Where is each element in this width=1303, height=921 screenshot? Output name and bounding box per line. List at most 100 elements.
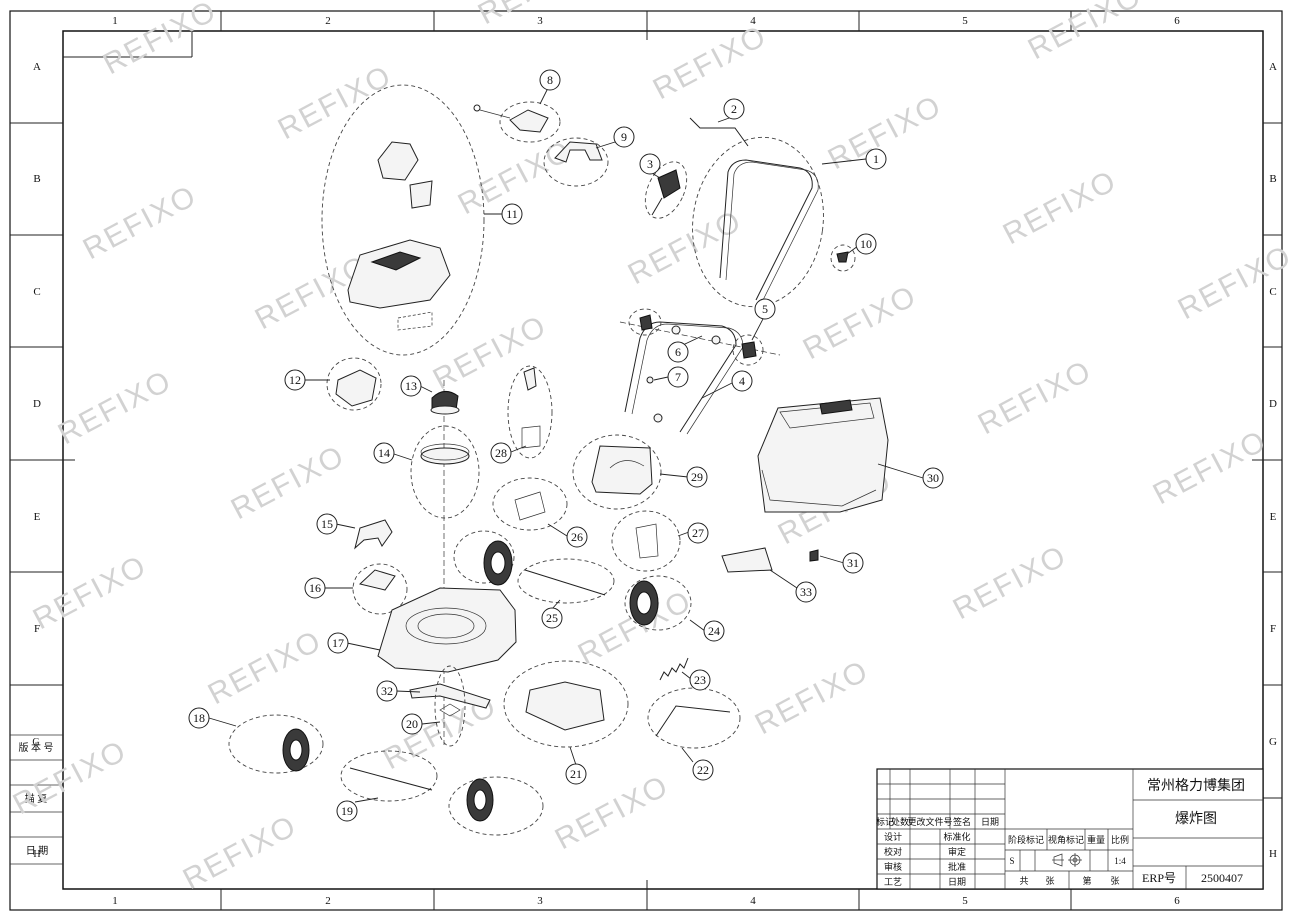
svg-text:16: 16 [309, 581, 321, 595]
part-mulch-plug-33 [721, 547, 773, 573]
watermark-text: REFIXO [948, 539, 1073, 626]
part-handle-knob-5 [741, 341, 757, 359]
svg-text:6: 6 [675, 345, 681, 359]
watermark-text: REFIXO [53, 364, 178, 451]
svg-text:21: 21 [570, 767, 582, 781]
rev-header-count: 处数 [891, 816, 909, 827]
date-label: 日期 [948, 877, 966, 887]
col-label: 3 [537, 895, 543, 907]
col-label: 1 [112, 895, 118, 907]
balloon-14: 14 [373, 442, 395, 464]
sheets-unit: 张 [1045, 876, 1054, 886]
part-top-cover-window [370, 251, 422, 271]
row-label: A [1269, 61, 1277, 73]
svg-text:17: 17 [332, 636, 344, 650]
svg-text:12: 12 [289, 373, 301, 387]
watermark-text: REFIXO [28, 549, 153, 636]
balloon-7: 7 [667, 366, 689, 388]
group-outline-9 [543, 137, 609, 187]
part-nut-6b [711, 335, 721, 345]
company-name: 常州格力博集团 [1147, 777, 1245, 794]
row-label: B [33, 173, 40, 185]
title-block: 常州格力博集团 爆炸图 标记 处数 更改文件号 签名 日期 设计 标准化 校对 … [876, 768, 1264, 890]
part-spring-23 [659, 657, 689, 681]
svg-text:3: 3 [647, 157, 653, 171]
watermark-text: REFIXO [98, 0, 223, 81]
svg-text:22: 22 [697, 763, 709, 777]
part-nut-6 [671, 325, 681, 335]
svg-text:19: 19 [341, 804, 353, 818]
group-outline-5 [732, 334, 764, 366]
part-bracket-9 [554, 141, 603, 163]
part-switch-3 [657, 169, 681, 199]
svg-text:32: 32 [381, 684, 393, 698]
svg-text:25: 25 [546, 611, 558, 625]
balloon-4: 4 [731, 370, 753, 392]
scale-label: 比例 [1111, 834, 1129, 845]
balloon-31: 31 [842, 552, 864, 574]
group-outline-26 [492, 477, 568, 531]
col-label: 6 [1174, 15, 1180, 27]
group-outline-20 [434, 665, 466, 747]
svg-text:11: 11 [506, 207, 518, 221]
group-outline-24 [624, 575, 692, 631]
group-outline-wheel-front-left [453, 530, 515, 584]
group-outline-25 [517, 558, 615, 604]
date-label: 日 期 [26, 845, 49, 857]
balloon-18: 18 [188, 707, 210, 729]
column-labels-bottom: 1 2 3 4 5 6 [112, 895, 1180, 907]
balloon-8: 8 [539, 69, 561, 91]
stage-value: S [1009, 856, 1014, 866]
row-label: E [1270, 511, 1277, 523]
part-screws-11 [397, 311, 433, 331]
rev-header-change-doc: 更改文件号 [907, 816, 952, 827]
row-label: A [33, 61, 41, 73]
balloon-5: 5 [754, 298, 776, 320]
part-nut-lower [653, 413, 663, 423]
erp-number: 2500407 [1201, 871, 1243, 885]
col-label: 2 [325, 895, 331, 907]
group-outline-27 [611, 510, 681, 572]
part-deck-17 [377, 587, 517, 673]
projection-symbol-icon [1052, 853, 1082, 867]
approve-label: 批准 [948, 861, 966, 872]
stage-mark-label: 阶段标记 [1008, 834, 1044, 845]
svg-text:10: 10 [860, 237, 872, 251]
audit-label: 审核 [884, 861, 902, 872]
svg-text:24: 24 [708, 624, 720, 638]
watermark-text: REFIXO [78, 179, 203, 266]
svg-text:26: 26 [571, 530, 583, 544]
svg-text:20: 20 [406, 717, 418, 731]
part-axle-25 [524, 569, 606, 596]
balloon-11: 11 [501, 203, 523, 225]
col-label: 4 [750, 895, 756, 907]
svg-text:9: 9 [621, 130, 627, 144]
part-grass-box-30 [757, 397, 889, 513]
parts-layer [228, 84, 889, 836]
balloon-24: 24 [703, 620, 725, 642]
part-deflector-15 [354, 519, 393, 550]
view-mark-label: 视角标记 [1048, 834, 1084, 845]
group-outline-21 [503, 660, 629, 748]
svg-text:28: 28 [495, 446, 507, 460]
side-record-boxes [10, 734, 63, 865]
part-top-cover [347, 239, 451, 309]
row-label: E [34, 511, 41, 523]
row-label-g: G [32, 737, 39, 748]
group-outline-22 [647, 687, 741, 749]
watermark-text: REFIXO [473, 0, 598, 31]
balloon-26: 26 [566, 526, 588, 548]
balloon-13: 13 [400, 375, 422, 397]
group-outline-3 [644, 161, 688, 219]
watermark-layer: REFIXO REFIXO REFIXO REFIXO REFIXO REFIX… [8, 0, 1298, 896]
design-label: 设计 [884, 831, 902, 842]
watermark-text: REFIXO [998, 164, 1123, 251]
balloon-17: 17 [327, 632, 349, 654]
part-balloons: 1 2 3 4 5 6 7 8 9 10 11 12 13 14 15 16 1… [188, 69, 944, 822]
total-sheets-label: 共 [1019, 876, 1028, 886]
part-16 [358, 569, 396, 591]
svg-text:33: 33 [800, 585, 812, 599]
svg-text:4: 4 [739, 374, 745, 388]
group-outline-rear-right [448, 776, 544, 836]
balloon-6: 6 [667, 341, 689, 363]
